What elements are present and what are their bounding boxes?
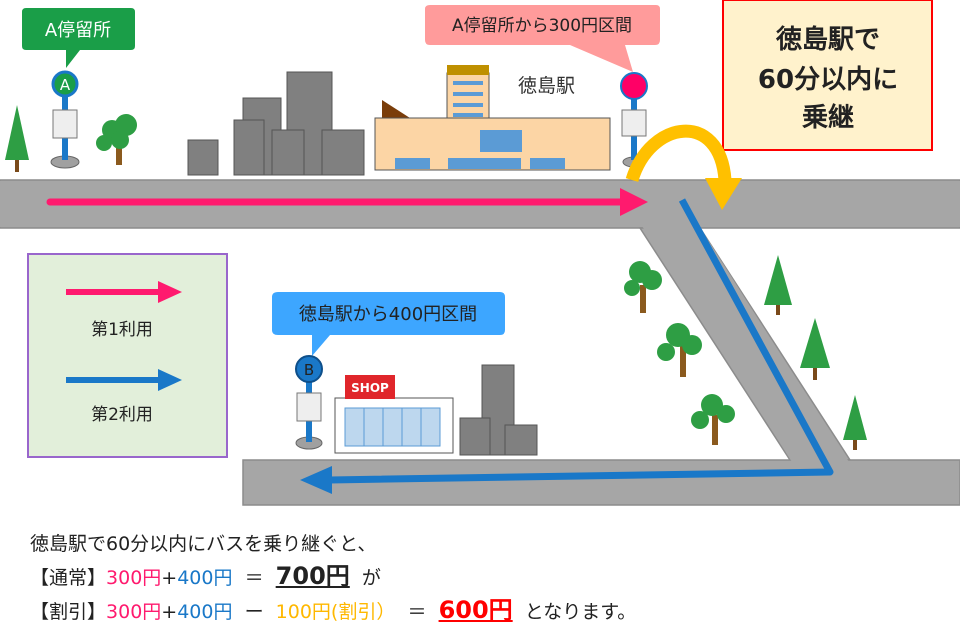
tree-icon (96, 114, 137, 165)
tree-icon (624, 261, 735, 445)
plus-sign: + (161, 601, 178, 623)
summary-line-1: 徳島駅で60分以内にバスを乗り継ぐと、 (30, 533, 377, 555)
callout-a-text: A停留所から300円区間 (452, 16, 632, 36)
stop-b-marker: B (304, 361, 314, 379)
tree-icon (5, 105, 29, 172)
summary-discount: 【割引】300円+400円 ー 100円(割引） ＝ 600円 となります。 (30, 594, 636, 628)
stop-a-marker: A (60, 76, 71, 94)
plus-sign: + (161, 567, 178, 589)
transfer-box (722, 0, 933, 151)
bus-stop-a (50, 70, 80, 169)
discount-amount: 100円(割引） (275, 601, 396, 623)
stop-a-callout (22, 8, 135, 68)
discount-total: 600円 (438, 596, 513, 624)
tree-icon (764, 255, 867, 450)
buildings (459, 364, 538, 456)
stop-a-label: A停留所 (45, 20, 111, 41)
summary-normal: 【通常】300円+400円 ＝ 700円 が (30, 560, 636, 594)
equals-sign: ＝ (244, 567, 264, 589)
legend-second-label: 第2利用 (91, 405, 153, 425)
normal-first-fare: 300円 (106, 567, 162, 589)
shop-building (334, 375, 454, 454)
discount-suffix: となります。 (524, 601, 637, 623)
shop-sign: SHOP (351, 381, 389, 395)
discount-label: 【割引】 (30, 601, 107, 623)
discount-first-fare: 300円 (106, 601, 162, 623)
station-building (374, 65, 611, 171)
bus-stop-b (295, 355, 323, 450)
transfer-line-1: 徳島駅で (775, 24, 880, 55)
transfer-line-3: 乗継 (802, 102, 854, 133)
buildings (187, 71, 365, 176)
minus-sign: ー (244, 601, 264, 623)
legend-box (27, 253, 228, 458)
first-use-arrow (46, 188, 648, 216)
callout-b-text: 徳島駅から400円区間 (299, 304, 477, 325)
normal-label: 【通常】 (30, 567, 107, 589)
transfer-line-2: 60分以内に (758, 65, 898, 95)
equals-sign: ＝ (407, 601, 427, 623)
callout-a-bubble (425, 5, 660, 72)
normal-second-fare: 400円 (177, 567, 233, 589)
second-use-arrow (300, 198, 834, 494)
normal-total: 700円 (275, 562, 350, 590)
discount-second-fare: 400円 (177, 601, 233, 623)
station-label: 徳島駅 (518, 75, 575, 97)
legend-first-label: 第1利用 (91, 320, 153, 340)
callout-b-bubble (272, 292, 505, 356)
summary-text: 徳島駅で60分以内にバスを乗り継ぐと、 【通常】300円+400円 ＝ 700円… (30, 528, 636, 628)
normal-suffix: が (361, 567, 381, 589)
transfer-arrow (625, 124, 742, 210)
